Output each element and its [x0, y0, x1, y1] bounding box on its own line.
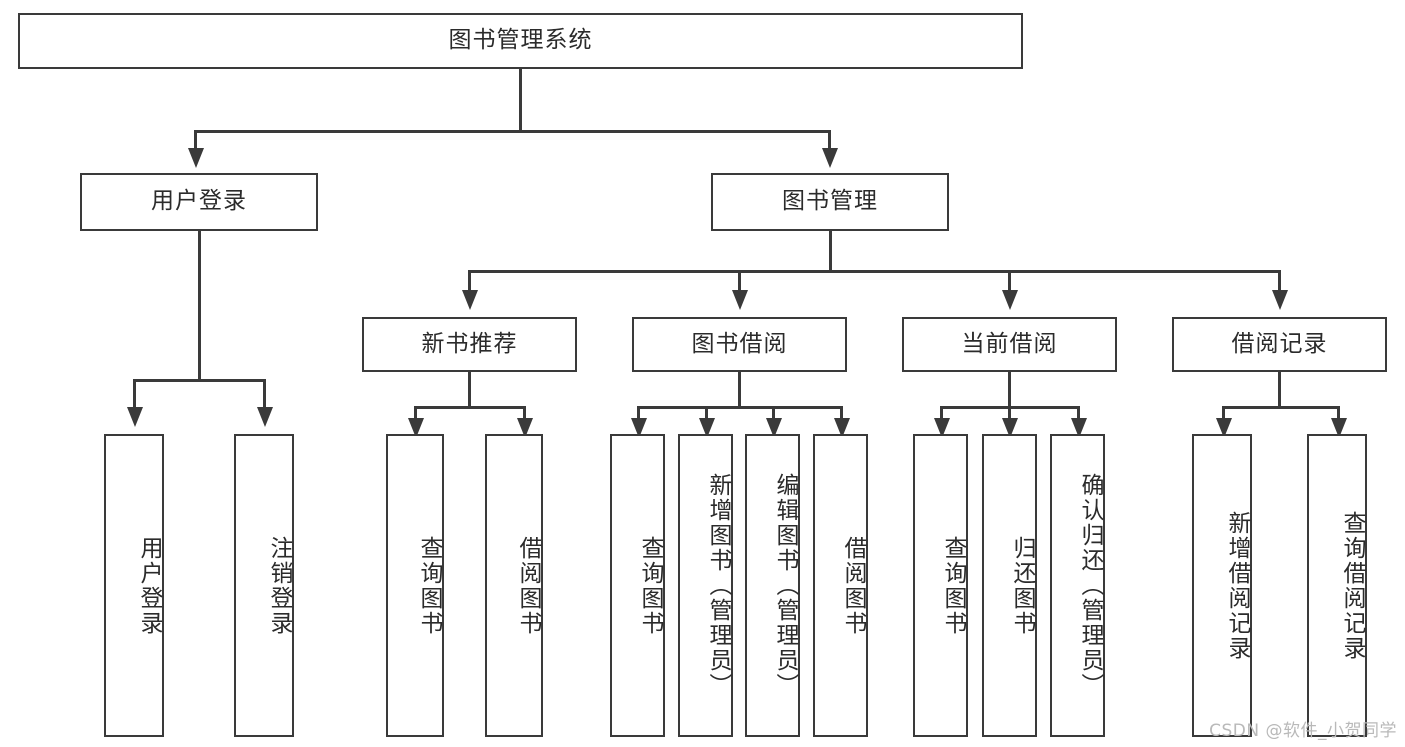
connector-borrow-record-stem: [1278, 372, 1281, 408]
connector-current-borrow-stem: [1008, 372, 1011, 408]
leaf-label: 新增图书（管理员）: [705, 473, 731, 698]
leaf-book-borrow-add-book-admin[interactable]: 新增图书（管理员）: [678, 434, 733, 737]
arrowhead-leaf-new-book-0: [408, 418, 424, 438]
leaf-borrow-record-query-record[interactable]: 查询借阅记录: [1307, 434, 1367, 737]
leaf-label: 借阅图书: [840, 535, 866, 636]
arrowhead-leaf-book-borrow-0: [631, 418, 647, 438]
connector-book-borrow-stem: [738, 372, 741, 408]
connector-user-login-bar: [133, 379, 266, 382]
connector-book-management-stem: [829, 231, 832, 272]
node-label: 图书管理系统: [448, 27, 593, 54]
arrowhead-leaf-borrow-record-0: [1216, 418, 1232, 438]
leaf-current-borrow-return-books[interactable]: 归还图书: [982, 434, 1037, 737]
arrowhead-leaf-book-borrow-1: [699, 418, 715, 438]
connector-book-borrow-leaf-1: [705, 406, 708, 424]
connector-book-management-bar: [468, 270, 1281, 273]
leaf-borrow-record-add-record[interactable]: 新增借阅记录: [1192, 434, 1252, 737]
connector-new-book-bar: [414, 406, 526, 409]
connector-new-book-leaf-0: [414, 406, 417, 424]
arrowhead-leaf-book-borrow-2: [766, 418, 782, 438]
arrowhead-leaf-current-borrow-0: [934, 418, 950, 438]
connector-borrow-record-bar: [1222, 406, 1340, 409]
node-book-borrow[interactable]: 图书借阅: [632, 317, 847, 372]
connector-bm-to-new-book: [468, 270, 471, 292]
arrowhead-leaf-user-login-1: [257, 407, 273, 427]
connector-user-login-stem: [198, 231, 201, 381]
node-user-login[interactable]: 用户登录: [80, 173, 318, 231]
leaf-label: 查询图书: [416, 535, 442, 636]
connector-root-stem: [519, 69, 522, 131]
leaf-label: 借阅图书: [515, 535, 541, 636]
node-label: 当前借阅: [961, 330, 1058, 357]
arrowhead-leaf-current-borrow-2: [1071, 418, 1087, 438]
connector-bm-to-current-borrow: [1008, 270, 1011, 292]
arrowhead-leaf-user-login-0: [127, 407, 143, 427]
leaf-current-borrow-confirm-return-admin[interactable]: 确认归还（管理员）: [1050, 434, 1105, 737]
connector-borrow-record-leaf-0: [1222, 406, 1225, 424]
connector-bm-to-borrow-record: [1278, 270, 1281, 292]
arrowhead-user-login: [188, 148, 204, 168]
leaf-label: 归还图书: [1009, 535, 1035, 636]
arrowhead-new-book-recommend: [462, 290, 478, 310]
arrowhead-leaf-new-book-1: [517, 418, 533, 438]
connector-bm-to-book-borrow: [738, 270, 741, 292]
arrowhead-leaf-current-borrow-1: [1002, 418, 1018, 438]
arrowhead-leaf-book-borrow-3: [834, 418, 850, 438]
connector-current-borrow-leaf-1: [1008, 406, 1011, 424]
leaf-new-book-query-books[interactable]: 查询图书: [386, 434, 444, 737]
arrowhead-current-borrow: [1002, 290, 1018, 310]
node-label: 图书管理: [782, 188, 878, 215]
arrowhead-leaf-borrow-record-1: [1331, 418, 1347, 438]
node-label: 新书推荐: [421, 330, 518, 357]
connector-root-to-book-management: [828, 130, 831, 150]
connector-new-book-stem: [468, 372, 471, 408]
connector-user-login-leaf-0: [133, 379, 136, 409]
connector-current-borrow-leaf-0: [940, 406, 943, 424]
node-current-borrow[interactable]: 当前借阅: [902, 317, 1117, 372]
node-root-book-management-system[interactable]: 图书管理系统: [18, 13, 1023, 69]
node-label: 用户登录: [151, 188, 247, 215]
leaf-book-borrow-query-books[interactable]: 查询图书: [610, 434, 665, 737]
connector-user-login-leaf-1: [263, 379, 266, 409]
node-label: 借阅记录: [1231, 330, 1328, 357]
connector-book-borrow-leaf-2: [772, 406, 775, 424]
connector-root-to-user-login: [194, 130, 197, 150]
connector-new-book-leaf-1: [523, 406, 526, 424]
leaf-label: 查询图书: [637, 535, 663, 636]
arrowhead-book-management: [822, 148, 838, 168]
connector-book-borrow-bar: [637, 406, 843, 409]
leaf-label: 查询借阅记录: [1339, 510, 1365, 661]
leaf-new-book-borrow-books[interactable]: 借阅图书: [485, 434, 543, 737]
leaf-user-login-logout[interactable]: 注销登录: [234, 434, 294, 737]
leaf-current-borrow-query-books[interactable]: 查询图书: [913, 434, 968, 737]
connector-borrow-record-leaf-1: [1337, 406, 1340, 424]
connector-book-borrow-leaf-3: [840, 406, 843, 424]
leaf-label: 用户登录: [136, 535, 162, 636]
leaf-label: 编辑图书（管理员）: [772, 473, 798, 698]
node-book-management[interactable]: 图书管理: [711, 173, 949, 231]
arrowhead-book-borrow: [732, 290, 748, 310]
leaf-user-login-login[interactable]: 用户登录: [104, 434, 164, 737]
connector-current-borrow-leaf-2: [1077, 406, 1080, 424]
leaf-label: 确认归还（管理员）: [1077, 473, 1103, 698]
arrowhead-borrow-record: [1272, 290, 1288, 310]
leaf-label: 查询图书: [940, 535, 966, 636]
leaf-label: 注销登录: [266, 535, 292, 636]
connector-root-bar: [194, 130, 831, 133]
node-new-book-recommend[interactable]: 新书推荐: [362, 317, 577, 372]
node-label: 图书借阅: [691, 330, 788, 357]
node-borrow-record[interactable]: 借阅记录: [1172, 317, 1387, 372]
leaf-book-borrow-borrow-books[interactable]: 借阅图书: [813, 434, 868, 737]
leaf-book-borrow-edit-book-admin[interactable]: 编辑图书（管理员）: [745, 434, 800, 737]
leaf-label: 新增借阅记录: [1224, 510, 1250, 661]
connector-book-borrow-leaf-0: [637, 406, 640, 424]
